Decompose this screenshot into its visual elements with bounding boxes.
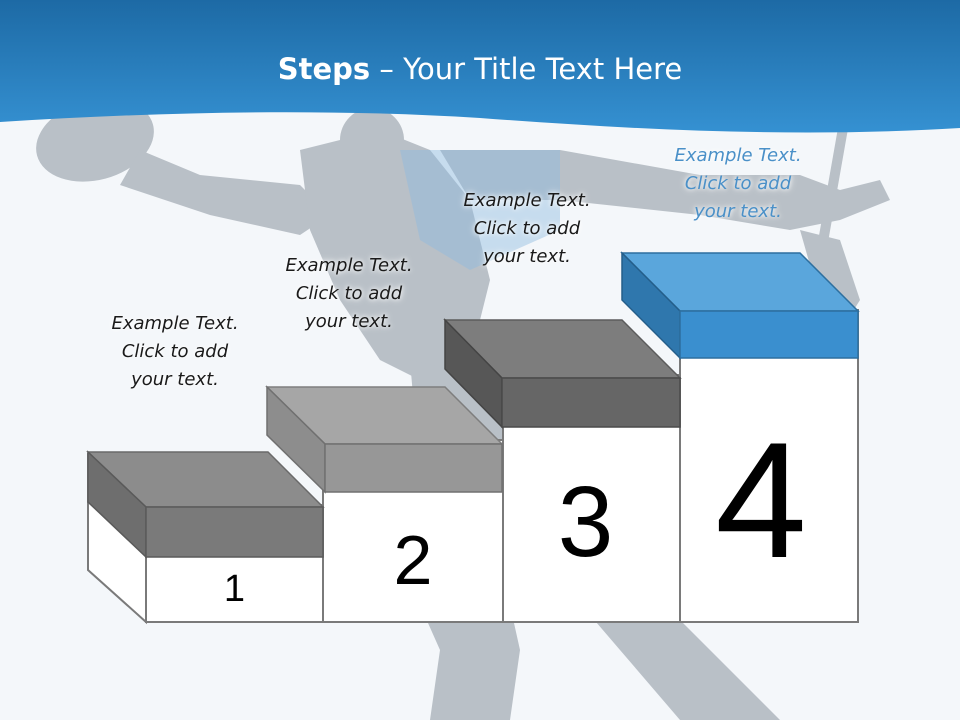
step-3-number: 3	[557, 466, 614, 578]
step-1-line-2: Click to add	[121, 341, 229, 362]
step-4-base	[679, 309, 859, 623]
step-2-line-2: Click to add	[295, 283, 403, 304]
header-band	[0, 0, 960, 133]
title-bold: Steps	[277, 52, 371, 86]
step-3-line-2: Click to add	[473, 218, 581, 239]
step-4-number: 4	[715, 408, 807, 592]
step-1-line-1: Example Text.	[111, 313, 239, 334]
step-2-line-3: your text.	[305, 311, 393, 332]
step-2-line-1: Example Text.	[285, 255, 413, 276]
step-4-block[interactable]	[620, 251, 860, 360]
step-4-text[interactable]: Example Text. Click to add your text.	[638, 142, 838, 226]
step-2-number: 2	[393, 521, 433, 599]
step-3-line-1: Example Text.	[463, 190, 591, 211]
step-3-line-3: your text.	[483, 246, 571, 267]
step-2-block[interactable]	[265, 385, 504, 494]
slide-title[interactable]: Steps – Your Title Text Here	[0, 52, 960, 86]
step-1-number: 1	[223, 568, 246, 610]
title-rest: – Your Title Text Here	[370, 52, 683, 86]
step-1-block[interactable]	[86, 450, 325, 559]
step-1-line-3: your text.	[131, 369, 219, 390]
step-2-text[interactable]: Example Text. Click to add your text.	[249, 252, 449, 336]
step-4-line-1: Example Text.	[674, 145, 802, 166]
step-3-text[interactable]: Example Text. Click to add your text.	[427, 187, 627, 271]
step-3-block[interactable]	[443, 318, 682, 429]
step-4-line-2: Click to add	[684, 173, 792, 194]
step-4-line-3: your text.	[694, 201, 782, 222]
step-1-text[interactable]: Example Text. Click to add your text.	[75, 310, 275, 394]
